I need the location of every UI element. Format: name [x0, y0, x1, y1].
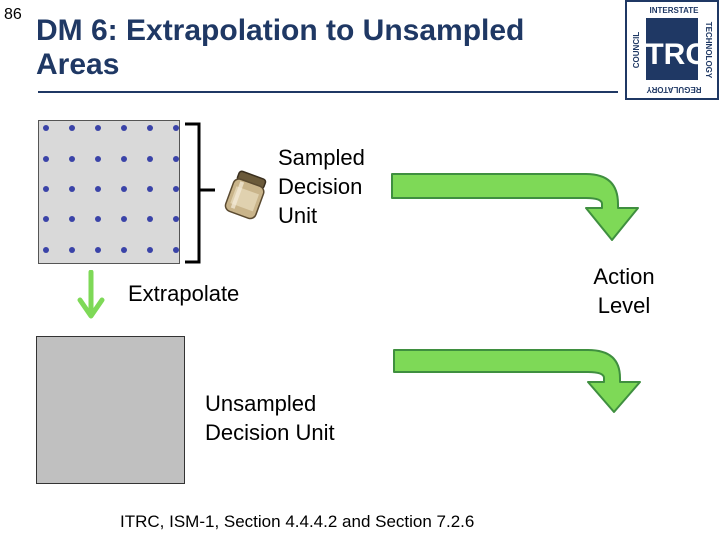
sample-point — [121, 247, 127, 253]
sample-point — [147, 247, 153, 253]
sample-point — [147, 186, 153, 192]
logo-ring-left: COUNCIL — [632, 32, 641, 69]
sample-point — [173, 156, 179, 162]
action-level-arrow-top — [391, 173, 639, 241]
sample-point — [147, 125, 153, 131]
sample-point — [95, 125, 101, 131]
slide-number: 86 — [4, 6, 22, 23]
sample-point — [69, 156, 75, 162]
down-arrow-icon — [77, 270, 105, 319]
sample-jar-icon — [224, 170, 267, 220]
unsampled-decision-unit-label: Unsampled Decision Unit — [205, 389, 335, 447]
sample-point — [173, 247, 179, 253]
sample-point — [95, 216, 101, 222]
sample-point — [69, 186, 75, 192]
sampled-label-line-3: Unit — [278, 203, 318, 228]
sample-point — [121, 186, 127, 192]
sample-point — [43, 186, 49, 192]
sample-point — [121, 125, 127, 131]
sample-point — [147, 216, 153, 222]
sample-point — [69, 216, 75, 222]
sample-point — [173, 216, 179, 222]
sample-point — [147, 156, 153, 162]
unsampled-label-line-1: Unsampled — [205, 391, 317, 416]
itrc-logo: ITRC INTERSTATE REGULATORY COUNCIL TECHN… — [625, 0, 719, 100]
logo-ring-top: INTERSTATE — [649, 6, 699, 15]
sampled-label-line-1: Sampled — [278, 145, 365, 170]
title-divider — [38, 91, 618, 93]
grouping-bracket — [185, 122, 215, 264]
sampled-label-line-2: Decision — [278, 174, 363, 199]
sample-point — [95, 156, 101, 162]
sample-point — [173, 186, 179, 192]
sample-point — [173, 125, 179, 131]
sample-point — [95, 247, 101, 253]
sample-point — [121, 156, 127, 162]
slide-title: DM 6: Extrapolation to Unsampled Areas — [36, 14, 525, 81]
unsampled-decision-unit-box — [36, 336, 185, 484]
action-label-line-2: Level — [597, 293, 651, 318]
action-level-label: Action Level — [568, 262, 680, 320]
sampled-decision-unit-grid — [38, 120, 180, 264]
logo-ring-bottom: REGULATORY — [646, 85, 702, 94]
sample-point — [43, 216, 49, 222]
sample-point — [43, 247, 49, 253]
sample-point — [121, 216, 127, 222]
sample-point — [95, 186, 101, 192]
sample-point — [69, 247, 75, 253]
sample-point — [43, 156, 49, 162]
sample-point — [43, 125, 49, 131]
sampled-decision-unit-label: Sampled Decision Unit — [278, 143, 365, 230]
logo-ring-right: TECHNOLOGY — [704, 22, 713, 79]
action-label-line-1: Action — [593, 264, 655, 289]
logo-main-text: ITRC — [637, 38, 707, 71]
unsampled-label-line-2: Decision Unit — [205, 420, 335, 445]
extrapolate-label: Extrapolate — [128, 281, 240, 306]
citation-text: ITRC, ISM-1, Section 4.4.4.2 and Section… — [120, 512, 475, 531]
action-level-arrow-bottom — [393, 349, 641, 413]
sample-point — [69, 125, 75, 131]
